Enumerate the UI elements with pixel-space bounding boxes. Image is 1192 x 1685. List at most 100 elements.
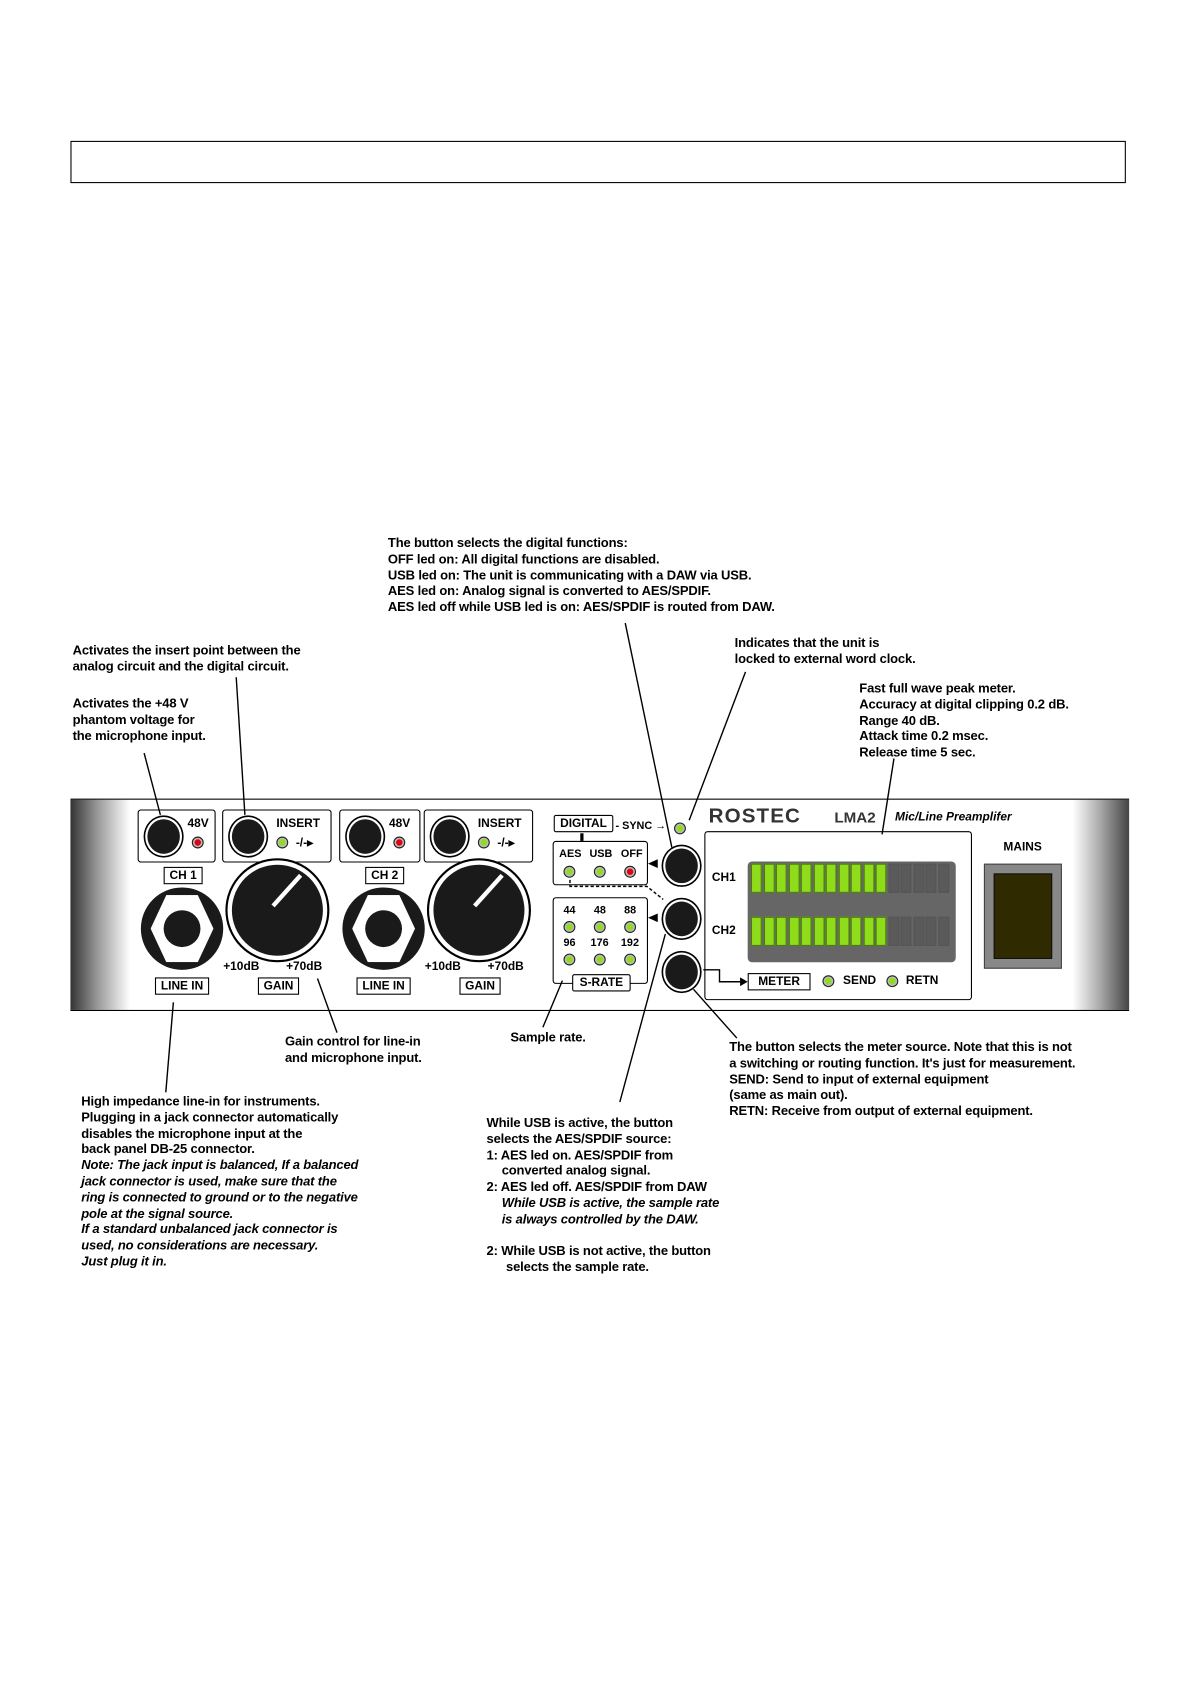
meter-segment-ch2: [750, 916, 762, 946]
note-line: selects the AES/SPDIF source:: [486, 1131, 672, 1147]
mains-switch[interactable]: [983, 863, 1062, 969]
mode-label-off: OFF: [620, 848, 643, 861]
gain-note: Gain control for line-in and microphone …: [285, 1034, 422, 1066]
meter-segment-ch2: [912, 916, 924, 946]
dashed-link: [569, 879, 664, 900]
send-label: SEND: [843, 974, 877, 988]
leader-line: [688, 671, 747, 821]
meter-segment-ch1: [850, 863, 862, 893]
note-line: High impedance line-in for instruments.: [81, 1093, 320, 1109]
note-line: While USB is active, the button: [486, 1115, 674, 1131]
leader-line: [619, 933, 667, 1103]
note-line: phantom voltage for: [72, 711, 195, 727]
note-line: Gain control for line-in: [284, 1033, 421, 1049]
note-line: a switching or routing function. It's ju…: [729, 1055, 1076, 1071]
line-in-jack-ch1[interactable]: [140, 887, 224, 970]
mode-label-aes: AES: [559, 848, 582, 861]
note-line: While USB is active, the sample rate: [501, 1195, 720, 1211]
rate-led-88: [624, 921, 637, 933]
note-line: AES led off while USB led is on: AES/SPD…: [387, 599, 775, 615]
note-line: Indicates that the unit is: [734, 634, 880, 651]
note-line: 2: AES led off. AES/SPDIF from DAW: [486, 1179, 708, 1195]
gain-max-label: +70dB: [286, 960, 323, 974]
note-line: AES led on: Analog signal is converted t…: [387, 583, 711, 599]
phantom-led-ch2: [393, 836, 406, 849]
gain-min-label: +10dB: [424, 960, 461, 974]
meter-arrow: [703, 969, 744, 983]
arrow-icon: [740, 977, 748, 987]
note-line: is always controlled by the DAW.: [501, 1211, 699, 1227]
digital-mode-button[interactable]: [663, 846, 701, 886]
meter-segment-ch1: [775, 863, 787, 893]
meter-segment-ch1: [900, 863, 912, 893]
note-line: Activates the insert point between the: [72, 642, 301, 658]
sample-rate-button[interactable]: [663, 899, 701, 939]
meter-segment-ch2: [850, 916, 862, 946]
meter-segment-ch1: [788, 863, 800, 893]
usb-led: [593, 865, 606, 878]
phantom-button-ch1[interactable]: [145, 817, 183, 857]
meter-source-note: The button selects the meter source. Not…: [729, 1039, 1075, 1119]
insert-note: Activates the insert point between the a…: [73, 643, 301, 675]
meter-segment-ch2: [863, 916, 874, 946]
note-line: Fast full wave peak meter.: [859, 680, 1016, 696]
insert-label: INSERT: [477, 817, 522, 831]
sample-rate-note: Sample rate.: [510, 1029, 586, 1045]
meter-segment-ch1: [825, 863, 837, 893]
meter-segment-ch2: [900, 916, 912, 946]
note-line: Plugging in a jack connector automatical…: [81, 1109, 339, 1125]
leader-line: [881, 758, 895, 835]
gain-knob-ch2[interactable]: [426, 858, 531, 963]
phantom-note: Activates the +48 V phantom voltage for …: [73, 696, 206, 744]
sync-note: Indicates that the unit is locked to ext…: [735, 635, 916, 667]
note-line: If a standard unbalanced jack connector …: [81, 1221, 338, 1237]
rate-led-176: [593, 953, 606, 966]
gain-label: GAIN: [459, 977, 501, 995]
leader-line: [235, 677, 246, 815]
note-line: Activates the +48 V: [72, 695, 189, 711]
insert-led-ch2: [477, 836, 490, 849]
gain-knob-ch1[interactable]: [225, 858, 330, 963]
rate-label: 192: [620, 937, 639, 950]
send-led: [822, 975, 835, 988]
sync-label: - SYNC →: [615, 820, 667, 833]
meter-segment-ch2: [788, 916, 800, 946]
meter-segment-ch2: [888, 916, 899, 946]
insert-button-ch1[interactable]: [229, 817, 267, 857]
leader-line: [624, 622, 673, 848]
note-line: Attack time 0.2 msec.: [859, 728, 989, 744]
note-line: ring is connected to ground or to the ne…: [81, 1189, 358, 1205]
model-subtitle: Mic/Line Preamplifer: [895, 810, 1012, 824]
rate-led-192: [624, 953, 637, 966]
gain-min-label: +10dB: [223, 960, 260, 974]
note-line: SEND: Send to input of external equipmen…: [729, 1071, 989, 1087]
insert-button-ch2[interactable]: [431, 817, 469, 857]
phantom-button-ch2[interactable]: [346, 817, 384, 857]
meter-segment-ch2: [875, 916, 887, 946]
leader-line: [542, 980, 564, 1028]
meter-source-button[interactable]: [663, 952, 701, 992]
rate-label: 176: [590, 937, 609, 950]
meter-segment-ch2: [925, 916, 937, 946]
digital-functions-note: The button selects the digital functions…: [388, 535, 775, 615]
rate-led-48: [593, 921, 606, 933]
meter-segment-ch2: [800, 916, 812, 946]
rate-label: 96: [563, 937, 576, 950]
note-line: used, no considerations are necessary.: [81, 1237, 319, 1253]
channel-label: CH 2: [365, 866, 405, 885]
note-line: selects the sample rate.: [506, 1259, 649, 1275]
line-in-note: High impedance line-in for instruments. …: [81, 1093, 358, 1269]
line-in-jack-ch2[interactable]: [342, 887, 425, 970]
usb-source-note: While USB is active, the button selects …: [487, 1115, 720, 1275]
phantom-led-ch1: [191, 836, 204, 849]
meter-segment-ch1: [813, 863, 825, 893]
meter-note: Fast full wave peak meter. Accuracy at d…: [859, 680, 1069, 761]
rate-label: 44: [563, 904, 576, 917]
rate-led-44: [563, 921, 576, 933]
note-line: OFF led on: All digital functions are di…: [387, 551, 660, 567]
leader-line: [143, 752, 162, 816]
meter-ch1-label: CH1: [711, 871, 736, 885]
meter-segment-ch2: [937, 916, 949, 946]
